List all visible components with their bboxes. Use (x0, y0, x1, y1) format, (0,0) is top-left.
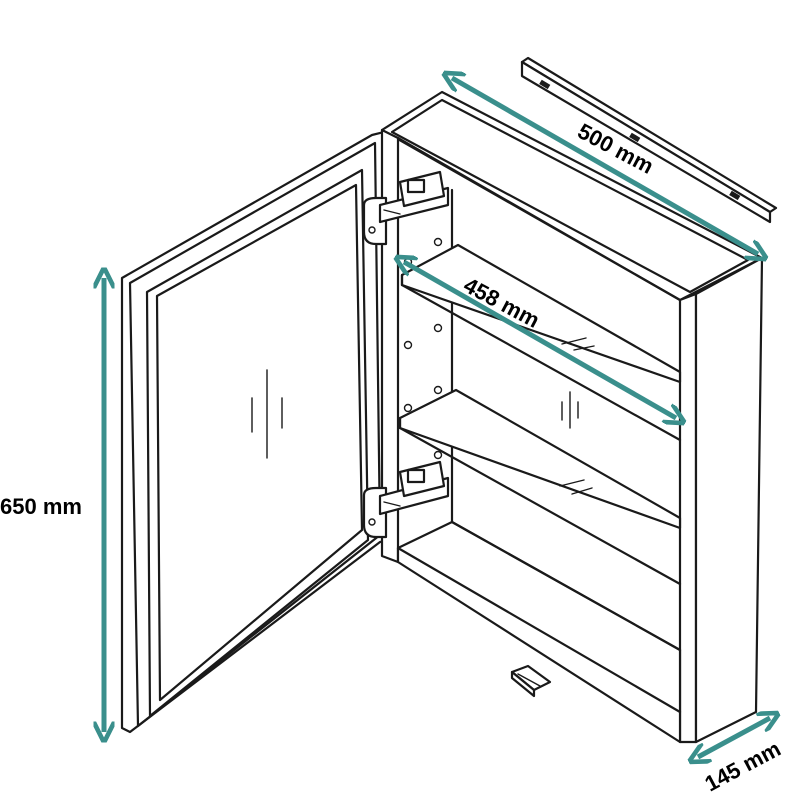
mirror-reflection-mark-door (251, 369, 283, 459)
hinge-upper (362, 170, 450, 246)
height-label: 650 mm (0, 494, 82, 519)
dimension-width-arrow (452, 78, 758, 254)
socket-fitting (510, 664, 552, 698)
hinge-lower (362, 460, 450, 539)
depth-label: 145 mm (701, 736, 785, 797)
dimension-shelf-arrow (404, 262, 676, 418)
cabinet-door (120, 128, 394, 734)
dimension-depth-arrow (698, 718, 770, 757)
